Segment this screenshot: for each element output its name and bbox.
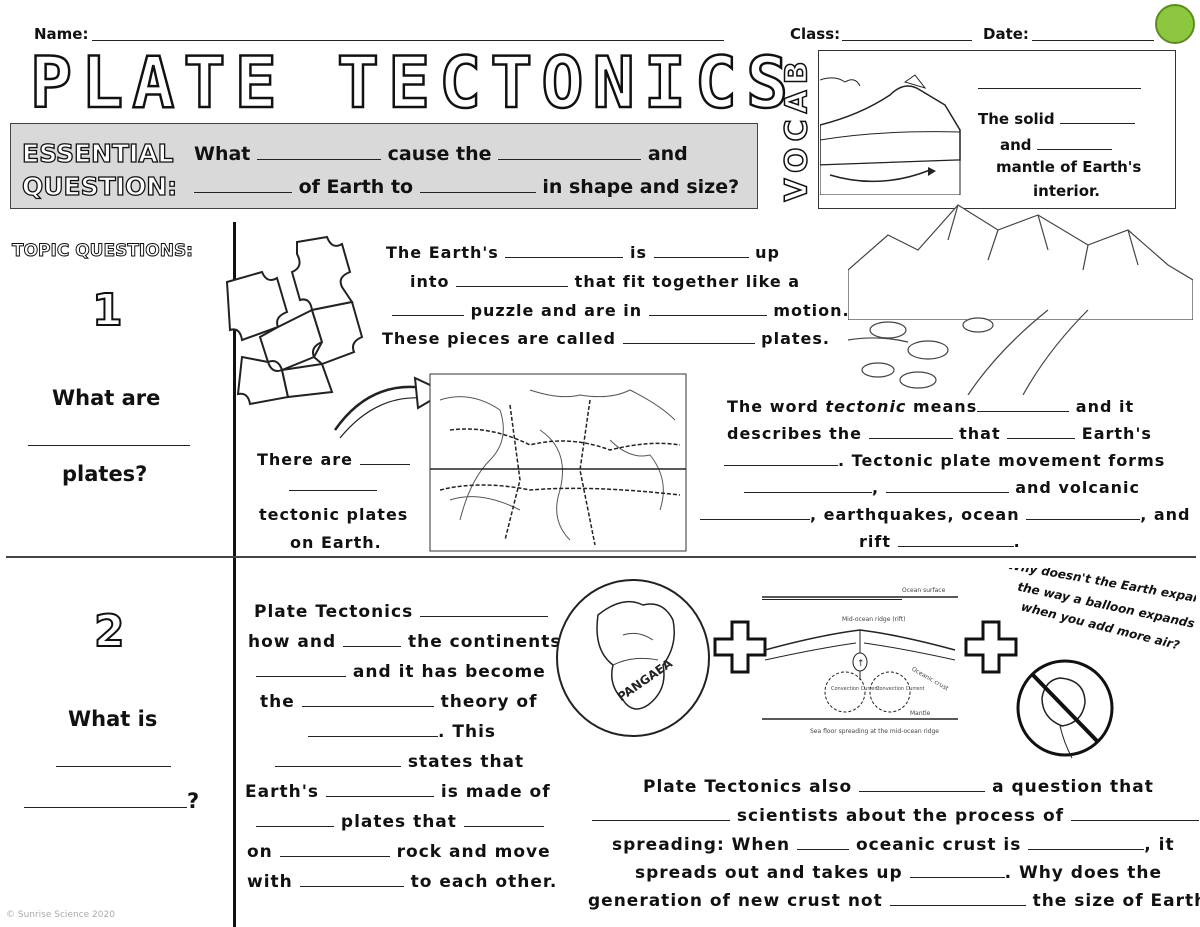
vocab-term-blank[interactable]: [978, 88, 1141, 89]
blank[interactable]: [463, 809, 544, 827]
blank[interactable]: [653, 241, 749, 258]
vocab-box: [818, 50, 1176, 209]
q1-question-bottom: plates?: [62, 462, 148, 486]
date-label: Date:: [983, 25, 1029, 43]
blank[interactable]: [885, 476, 1009, 493]
name-label: Name:: [34, 25, 89, 43]
blank[interactable]: [325, 779, 434, 797]
question-number-1: 1: [91, 284, 124, 337]
blank[interactable]: [1007, 422, 1076, 439]
svg-text:Convection Current: Convection Current: [831, 686, 879, 692]
class-field-line[interactable]: [842, 40, 972, 41]
blank[interactable]: [359, 448, 410, 465]
blank[interactable]: [977, 395, 1070, 412]
date-field-line[interactable]: [1032, 40, 1154, 41]
blank[interactable]: [289, 490, 377, 491]
blank[interactable]: [308, 719, 438, 737]
blank[interactable]: [194, 173, 292, 193]
blank[interactable]: [505, 241, 624, 258]
blank[interactable]: [909, 860, 1005, 878]
svg-text:Ocean surface: Ocean surface: [902, 587, 946, 594]
topic-questions-label: TOPIC QUESTIONS:: [12, 241, 194, 262]
blank[interactable]: [257, 140, 382, 160]
section-divider-horizontal: [6, 556, 1196, 558]
blank[interactable]: [275, 749, 401, 767]
essential-question-box: [10, 123, 758, 209]
svg-text:↑: ↑: [857, 659, 865, 669]
blank[interactable]: [256, 809, 334, 827]
lithosphere-illustration: [820, 74, 961, 195]
blank[interactable]: [392, 299, 464, 316]
blank[interactable]: [592, 803, 730, 821]
svg-text:Convection Current: Convection Current: [876, 686, 924, 692]
plus-icon: [713, 620, 767, 674]
blank[interactable]: [301, 689, 434, 707]
blank[interactable]: [700, 503, 810, 520]
q2-question-top: What is: [68, 707, 158, 731]
eq-line-2: of Earth to in shape and size?: [194, 173, 739, 198]
question-number-2: 2: [93, 605, 126, 658]
blank[interactable]: [1028, 832, 1145, 850]
blank[interactable]: [498, 140, 642, 160]
question-label: QUESTION:: [21, 171, 178, 201]
svg-text:Mantle: Mantle: [910, 710, 931, 717]
blank[interactable]: [744, 476, 872, 493]
blank[interactable]: [420, 599, 549, 617]
puzzle-icon: [225, 235, 364, 406]
q1-question-top: What are: [52, 386, 161, 410]
svg-text:Sea floor spreading at the mid: Sea floor spreading at the mid-ocean rid…: [810, 728, 939, 735]
blank[interactable]: [299, 869, 404, 887]
blank[interactable]: [797, 832, 850, 850]
mountain-river-illustration: [848, 204, 1193, 395]
name-field-line[interactable]: [92, 40, 724, 41]
blank[interactable]: [648, 299, 767, 316]
page-title: PLATE TECTONICS: [29, 41, 798, 126]
blank[interactable]: [456, 270, 569, 287]
blank[interactable]: [724, 449, 838, 466]
copyright: © Sunrise Science 2020: [6, 910, 115, 920]
seafloor-spreading-diagram: Ocean surface Mid-ocean ridge (rift) Oce…: [762, 587, 958, 735]
blank[interactable]: [343, 629, 402, 647]
blank[interactable]: [256, 659, 346, 677]
blank[interactable]: [1026, 503, 1141, 520]
tectonic-plates-map: [333, 373, 687, 552]
svg-text:Mid-ocean ridge (rift): Mid-ocean ridge (rift): [842, 616, 906, 623]
blank[interactable]: [419, 173, 536, 193]
blank[interactable]: [622, 327, 755, 344]
blank[interactable]: [1070, 803, 1199, 821]
class-label: Class:: [790, 25, 841, 43]
blank[interactable]: [279, 839, 390, 857]
blank[interactable]: [889, 888, 1026, 906]
blank[interactable]: [1036, 134, 1112, 150]
q1-blank[interactable]: [28, 445, 190, 446]
blank[interactable]: [897, 530, 1014, 547]
pangaea-globe-illustration: PANGAEA: [556, 579, 710, 737]
eq-line-1: What cause the and: [194, 140, 688, 165]
q2-blank-1[interactable]: [56, 766, 171, 767]
balloon-question: Why doesn't the Earth expand the way a b…: [1007, 568, 1196, 759]
diagram-blank[interactable]: [762, 599, 902, 600]
blank[interactable]: [868, 422, 953, 439]
section-divider-vertical: [233, 222, 236, 927]
green-circle-icon: [1155, 4, 1195, 44]
q2-blank-2[interactable]: [24, 786, 187, 808]
plus-icon: [964, 620, 1018, 674]
blank[interactable]: [859, 774, 986, 792]
essential-label: ESSENTIAL: [21, 138, 174, 168]
blank[interactable]: [1059, 108, 1135, 124]
